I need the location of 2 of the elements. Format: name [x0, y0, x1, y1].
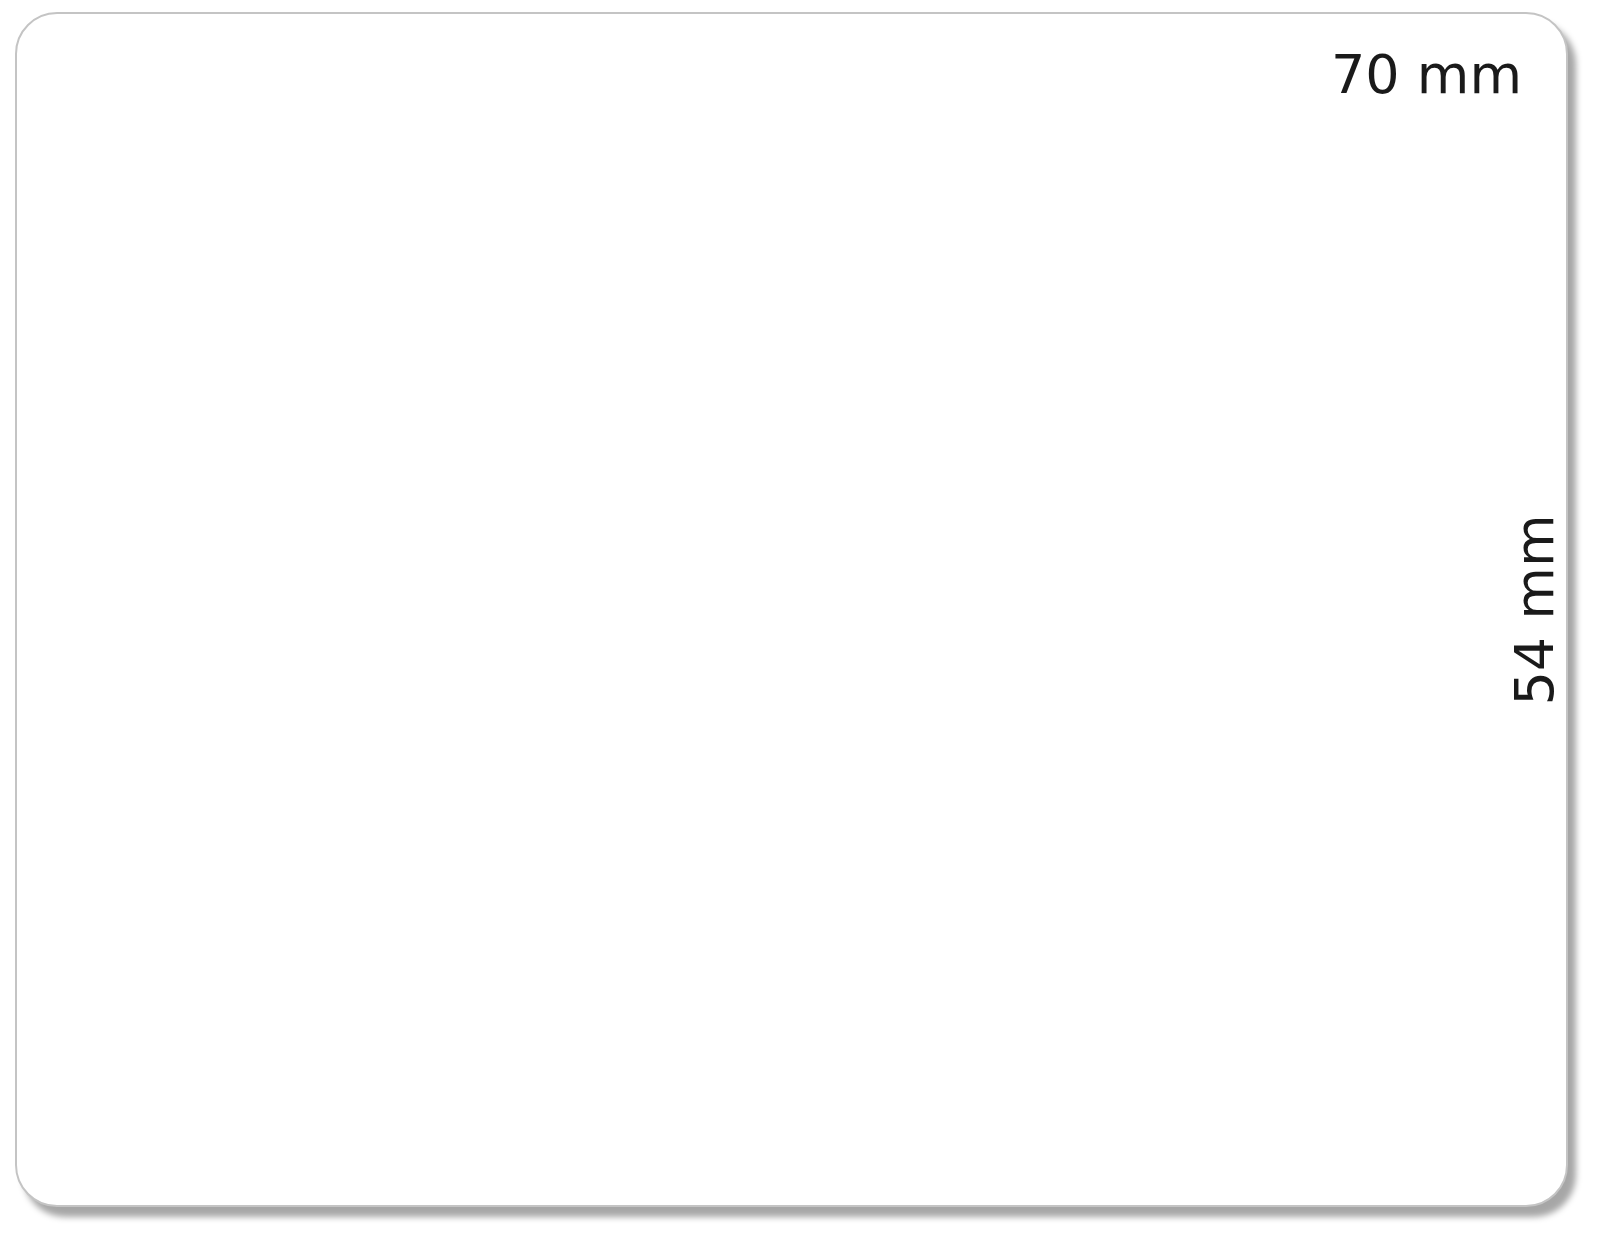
dimension-label: 54 mm — [1508, 514, 1562, 706]
dimension-label: 70 mm — [1330, 48, 1522, 102]
